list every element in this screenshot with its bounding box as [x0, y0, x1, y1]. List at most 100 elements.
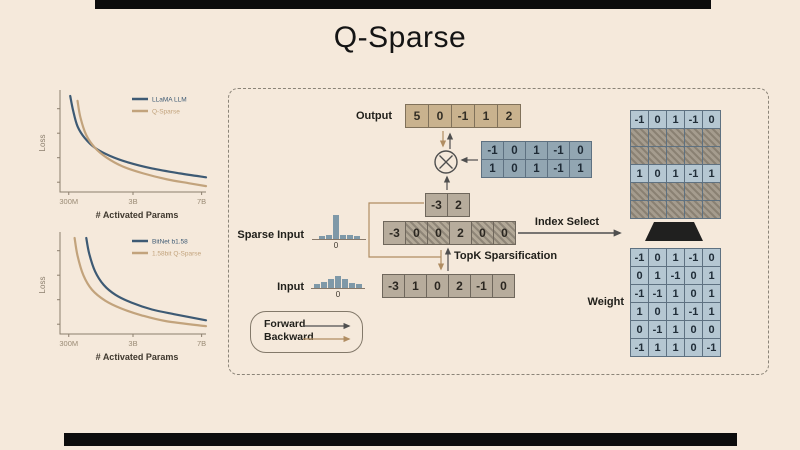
- histogram-bar: [335, 276, 341, 288]
- value-cell: 0: [429, 105, 451, 127]
- svg-text:Loss: Loss: [38, 277, 47, 294]
- matrix-cell: -1: [631, 111, 648, 128]
- value-cell: -1: [452, 105, 474, 127]
- histogram-bar: [339, 235, 346, 239]
- value-cell: 0: [494, 222, 515, 244]
- flow-legend: Forward Backward: [250, 311, 363, 353]
- hatched-cell: [703, 183, 720, 200]
- value-cell: 2: [448, 194, 469, 216]
- svg-text:7B: 7B: [197, 197, 206, 206]
- matrix-cell: -1: [548, 160, 569, 177]
- value-cell: -3: [384, 222, 405, 244]
- output-label: Output: [355, 110, 392, 122]
- matrix-cell: 0: [504, 142, 525, 159]
- matrix-cell: 1: [649, 339, 666, 356]
- matrix-cell: 0: [703, 321, 720, 338]
- matrix-cell: 1: [649, 267, 666, 284]
- hatched-cell: [649, 129, 666, 146]
- matrix-cell: 1: [667, 285, 684, 302]
- svg-text:3B: 3B: [128, 197, 137, 206]
- value-cell: -3: [383, 275, 404, 297]
- hatched-cell: [631, 129, 648, 146]
- svg-text:300M: 300M: [59, 197, 78, 206]
- value-cell: 0: [427, 275, 448, 297]
- hatched-cell: [703, 201, 720, 218]
- matrix-cell: 0: [649, 165, 666, 182]
- matrix-cell: 0: [570, 142, 591, 159]
- value-cell: 2: [450, 222, 471, 244]
- hatched-cell: [667, 183, 684, 200]
- matrix-cell: 0: [685, 267, 702, 284]
- histogram-bar: [353, 236, 360, 239]
- histogram-bar: [325, 235, 332, 239]
- svg-text:300M: 300M: [59, 339, 78, 348]
- matrix-cell: 1: [526, 160, 547, 177]
- matrix-cell: 1: [667, 303, 684, 320]
- matrix-cell: 1: [703, 303, 720, 320]
- histogram-bar: [349, 283, 355, 288]
- matrix-cell: 1: [703, 267, 720, 284]
- histogram-bar: [314, 284, 320, 288]
- index-select-label: Index Select: [534, 216, 600, 228]
- hatched-cell: [703, 147, 720, 164]
- letterbox-bottom: [64, 433, 737, 446]
- svg-text:# Activated Params: # Activated Params: [96, 352, 179, 362]
- hatched-cell: [631, 147, 648, 164]
- hatched-cell: [667, 201, 684, 218]
- matrix-cell: -1: [649, 285, 666, 302]
- value-cell: 0: [428, 222, 449, 244]
- matrix-cell: 1: [667, 165, 684, 182]
- matrix-cell: -1: [482, 142, 503, 159]
- matrix-cell: 0: [685, 285, 702, 302]
- matrix-cell: 1: [570, 160, 591, 177]
- selection-funnel: [645, 222, 703, 241]
- matrix-cell: -1: [631, 249, 648, 266]
- matrix-cell: -1: [685, 303, 702, 320]
- matrix-cell: 1: [667, 249, 684, 266]
- diagram-panel: [228, 88, 769, 375]
- matrix-cell: -1: [685, 111, 702, 128]
- svg-text:BitNet b1.58: BitNet b1.58: [152, 239, 188, 246]
- matrix-cell: 0: [685, 339, 702, 356]
- weight-label: Weight: [587, 296, 624, 308]
- hatched-cell: [649, 183, 666, 200]
- matrix-cell: -1: [667, 267, 684, 284]
- value-cell: 5: [406, 105, 428, 127]
- matrix-cell: 0: [649, 303, 666, 320]
- matrix-cell: 1: [703, 165, 720, 182]
- input-label: Input: [277, 281, 304, 293]
- histogram-bar: [356, 284, 362, 288]
- matrix-cell: -1: [703, 339, 720, 356]
- hatched-cell: [649, 147, 666, 164]
- svg-text:Q-Sparse: Q-Sparse: [152, 109, 180, 116]
- value-cell: -1: [471, 275, 492, 297]
- hatched-cell: [667, 147, 684, 164]
- matrix-cell: 1: [482, 160, 503, 177]
- matrix-cell: 0: [703, 111, 720, 128]
- matrix-cell: 1: [667, 339, 684, 356]
- value-cell: 1: [405, 275, 426, 297]
- value-cell: 0: [493, 275, 514, 297]
- svg-text:1.58bit Q-Sparse: 1.58bit Q-Sparse: [152, 251, 202, 258]
- backward-label: Backward: [264, 331, 314, 343]
- histogram-bar: [332, 215, 339, 239]
- matrix-cell: 1: [667, 321, 684, 338]
- matrix-cell: 0: [685, 321, 702, 338]
- histogram-bar: [346, 235, 353, 239]
- svg-text:LLaMA LLM: LLaMA LLM: [152, 97, 187, 104]
- matrix-cell: -1: [548, 142, 569, 159]
- hatched-cell: [685, 183, 702, 200]
- matrix-cell: 1: [526, 142, 547, 159]
- svg-text:Loss: Loss: [38, 135, 47, 152]
- svg-text:7B: 7B: [197, 339, 206, 348]
- hatched-cell: [685, 129, 702, 146]
- matrix-cell: 0: [703, 249, 720, 266]
- histogram-bar: [318, 236, 325, 239]
